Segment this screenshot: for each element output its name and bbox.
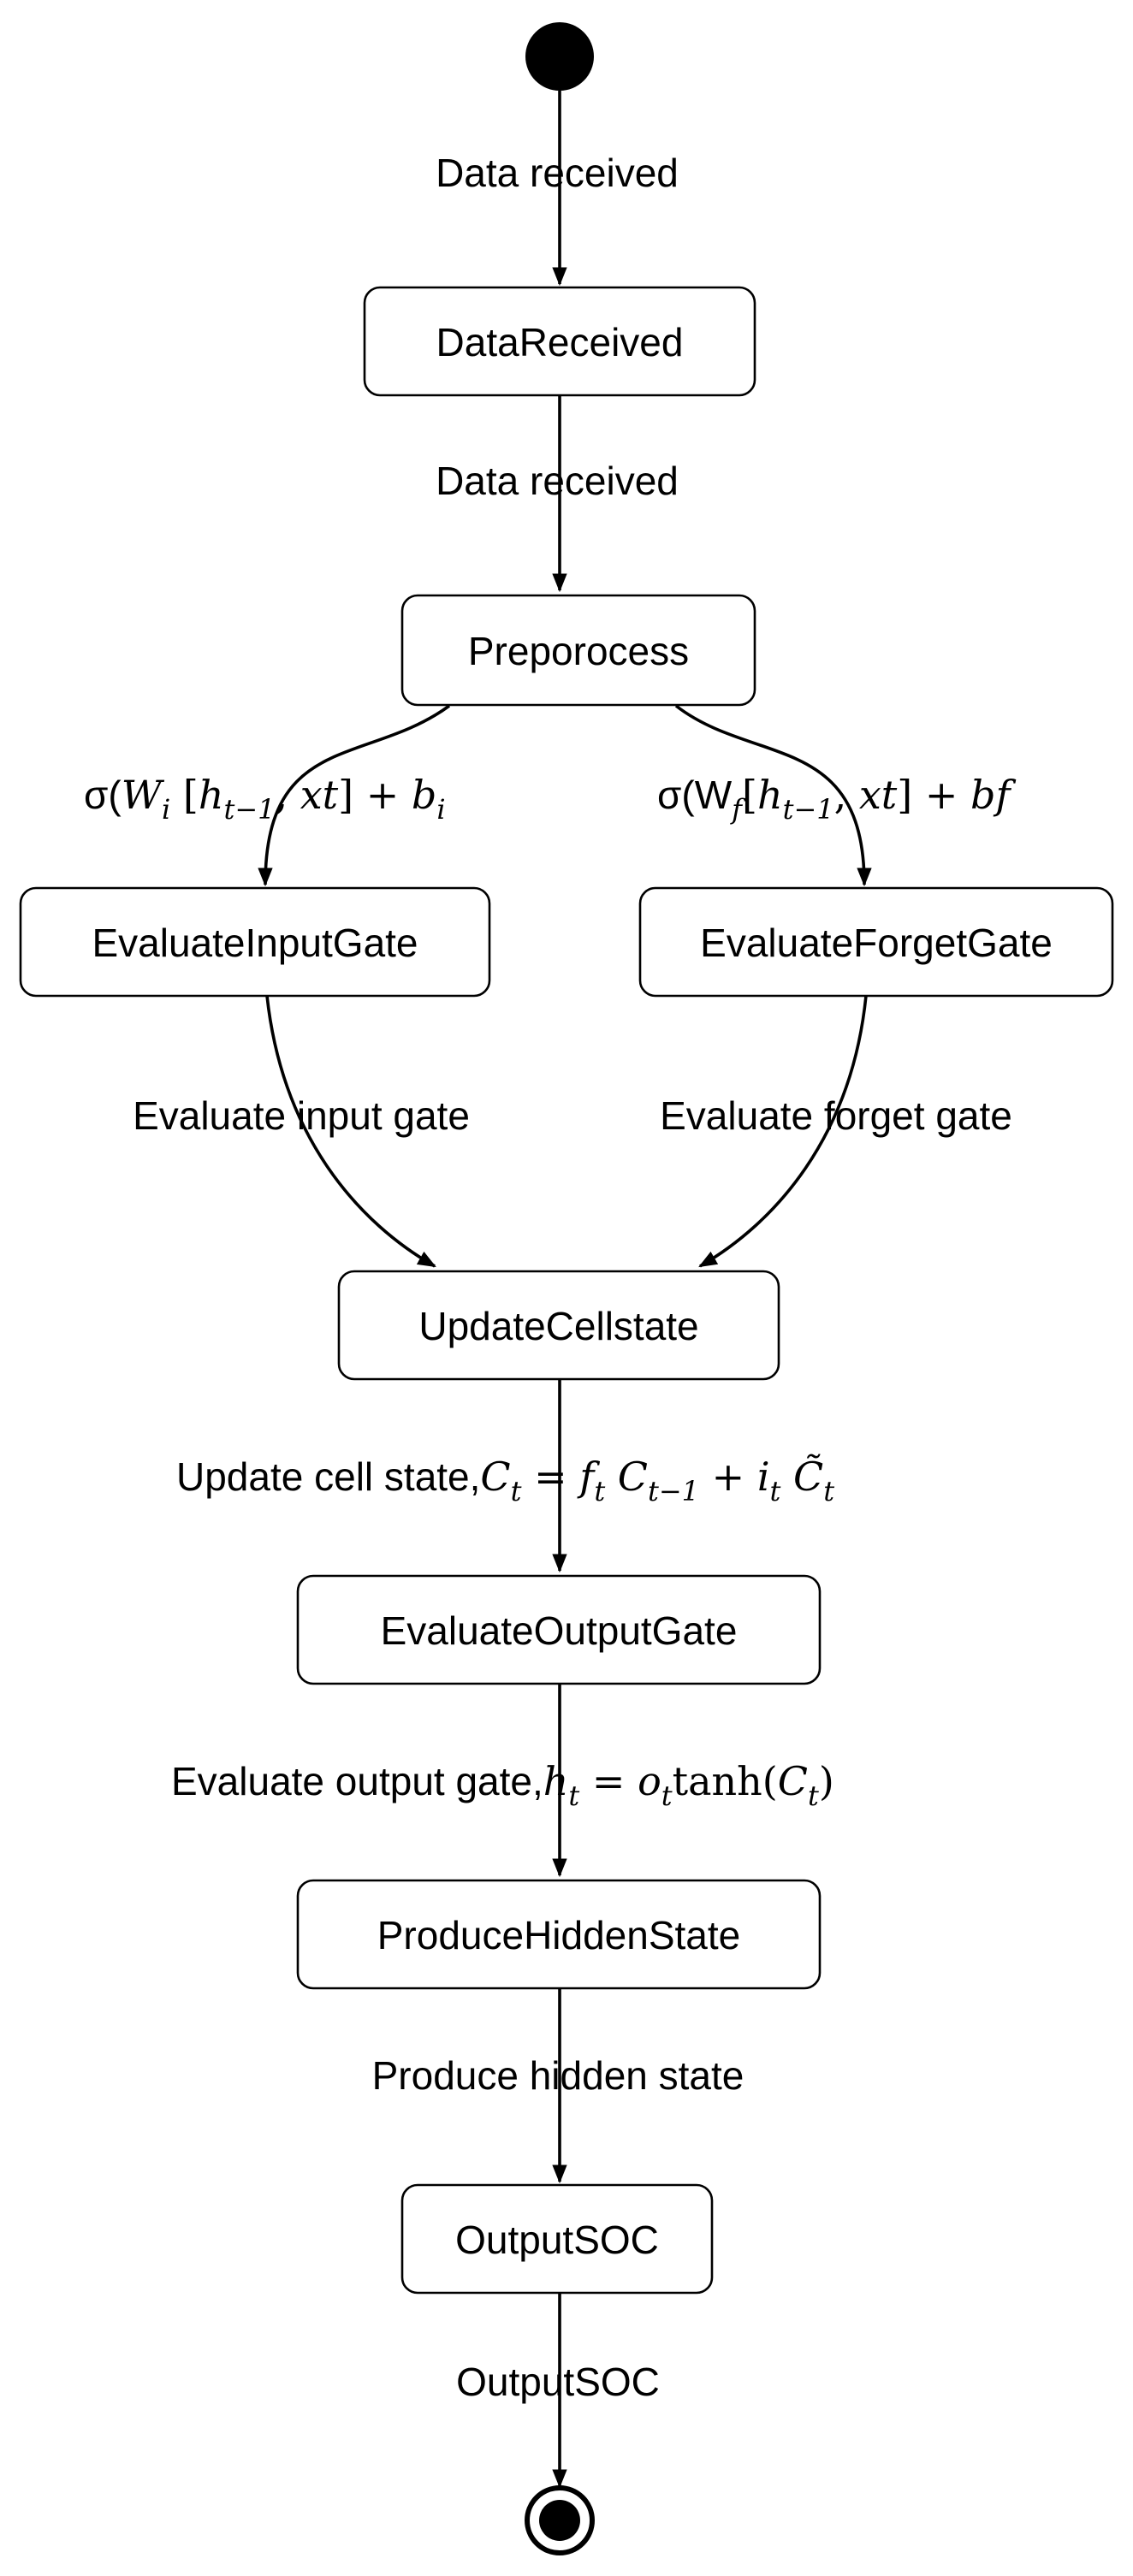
- final-state: [525, 2485, 595, 2555]
- svg-text:UpdateCellstate: UpdateCellstate: [418, 1304, 698, 1348]
- node-evaluate-input-gate: EvaluateInputGate: [19, 886, 491, 998]
- edge-label-update-to-output: Update cell state,Ct = ft Ct−1 + it C̃t: [176, 1454, 834, 1507]
- svg-text:ProduceHiddenState: ProduceHiddenState: [377, 1913, 741, 1957]
- node-data-received: DataReceived: [363, 286, 756, 397]
- edge-label-to-forget-gate: σ(Wf[ht−1, xt] + bf: [657, 772, 1016, 826]
- edge-inputgate-to-updatecell: [265, 995, 436, 1268]
- node-evaluate-output-gate: EvaluateOutputGate: [296, 1574, 822, 1685]
- svg-text:Preporocess: Preporocess: [468, 629, 689, 673]
- node-evaluate-forget-gate: EvaluateForgetGate: [638, 886, 1114, 998]
- node-output-soc: OutputSOC: [400, 2183, 714, 2295]
- node-produce-hidden-state: ProduceHiddenState: [296, 1879, 822, 1990]
- svg-text:EvaluateInputGate: EvaluateInputGate: [92, 921, 418, 965]
- edge-preprocess-to-forgetgate: [674, 704, 872, 887]
- edge-label-datareceived-to-preprocess: Data received: [436, 459, 679, 503]
- edge-label-forget-to-update: Evaluate forget gate: [660, 1093, 1012, 1138]
- initial-state: [525, 22, 594, 91]
- edge-label-output-to-hidden: Evaluate output gate,ht = ottanh(Ct): [171, 1758, 834, 1812]
- edge-label-start-to-datareceived: Data received: [436, 151, 679, 195]
- edge-forgetgate-to-updatecell: [698, 995, 868, 1268]
- svg-text:EvaluateForgetGate: EvaluateForgetGate: [700, 921, 1053, 965]
- edge-label-hidden-to-soc: Produce hidden state: [372, 2053, 744, 2098]
- edge-label-to-input-gate: σ(Wi [ht−1, xt] + bi: [84, 772, 446, 826]
- svg-text:DataReceived: DataReceived: [436, 320, 684, 364]
- edge-label-input-to-update: Evaluate input gate: [133, 1093, 470, 1138]
- edge-label-soc-to-end: OutputSOC: [456, 2360, 660, 2404]
- node-update-cellstate: UpdateCellstate: [337, 1270, 780, 1381]
- svg-text:EvaluateOutputGate: EvaluateOutputGate: [381, 1608, 738, 1653]
- svg-text:OutputSOC: OutputSOC: [455, 2218, 659, 2262]
- edge-preprocess-to-inputgate: [258, 704, 451, 887]
- node-preprocess: Preporocess: [400, 594, 756, 707]
